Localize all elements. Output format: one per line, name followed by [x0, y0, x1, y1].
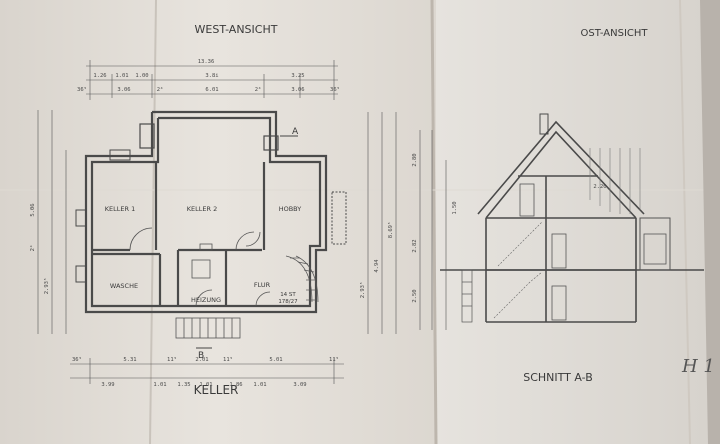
dim-right1: 8.69⁵ — [387, 222, 394, 239]
dim-bot1b: 5.31 — [123, 357, 136, 363]
right-panel — [436, 0, 720, 444]
right-dimensions — [367, 112, 397, 334]
section-stairs — [493, 221, 543, 319]
dim-bot1g: 11⁵ — [329, 356, 339, 363]
dim-top3f: 3.06 — [291, 87, 304, 93]
paper-edge — [700, 0, 720, 444]
dim-top3b: 3.06 — [117, 87, 130, 93]
dim-bot1c: 11⁵ — [167, 356, 177, 363]
dim-top1: 13.36 — [198, 59, 215, 65]
shaft — [263, 135, 279, 151]
dim-top2d: 3.8i — [205, 73, 218, 79]
dim-bot1f: 5.01 — [269, 357, 282, 363]
section-drawing — [440, 120, 704, 323]
fold-line — [149, 0, 157, 444]
dim-left2: 2⁴ — [29, 245, 36, 252]
window-well — [75, 209, 87, 227]
room-heizung: HEIZUNG — [191, 296, 221, 304]
left-dimensions — [37, 110, 67, 334]
window-well — [75, 265, 87, 283]
dim-top3a: 36⁵ — [77, 86, 87, 93]
floor-plan-walls — [84, 110, 328, 314]
top-dimensions — [86, 60, 338, 100]
stair-count: 14 ST — [280, 292, 296, 298]
dim-left1: 5.06 — [30, 203, 36, 216]
ost-title: OST-ANSICHT — [580, 28, 648, 39]
section-door — [551, 285, 567, 321]
fold-line — [430, 0, 438, 444]
outside-stair — [175, 317, 241, 339]
room-hobby: HOBBY — [279, 205, 302, 213]
dim-top3c: 2⁴ — [157, 86, 164, 93]
sec-dim-a: 2.80 — [412, 153, 418, 166]
dim-bot2e: 1.86 — [229, 382, 242, 388]
section-outside-stair — [461, 269, 473, 323]
dim-top2c: 1.00 — [135, 73, 148, 79]
dim-bot1d: 2.01 — [195, 357, 208, 363]
marker-b: B — [198, 351, 204, 361]
handwritten-note: H 1 L — [681, 356, 720, 377]
dim-bot1a: 36⁵ — [72, 356, 82, 363]
door-swings — [129, 227, 271, 307]
room-keller1: KELLER 1 — [105, 205, 135, 213]
dim-bot2d: 1.01 — [199, 382, 212, 388]
dim-bot2c: 1.35 — [177, 382, 190, 388]
bottom-dimensions — [70, 358, 344, 384]
plan-title: KELLER — [194, 383, 239, 397]
window-well — [109, 149, 131, 161]
room-keller2: KELLER 2 — [187, 205, 217, 213]
dim-top3e: 2⁴ — [255, 86, 262, 93]
dim-top3g: 36⁵ — [330, 86, 340, 93]
section-door — [519, 183, 535, 217]
dim-right2: 4.94 — [374, 259, 380, 273]
section-title: SCHNITT A-B — [523, 371, 593, 384]
marker-a: A — [292, 127, 299, 137]
dim-right3: 2.93⁵ — [359, 282, 366, 299]
west-title: WEST-ANSICHT — [195, 23, 278, 36]
fold-line — [679, 0, 691, 444]
section-dimensions — [419, 130, 447, 330]
dim-bot2a: 3.99 — [101, 382, 114, 388]
left-panel — [0, 0, 436, 444]
dim-bot2f: 1.01 — [253, 382, 266, 388]
sec-dim-b: 1.50 — [452, 201, 458, 214]
sec-dim-d: 2.50 — [412, 289, 418, 302]
roof-hatch — [589, 148, 641, 214]
sec-dim-e: 2.20 — [593, 184, 606, 190]
dim-top2a: 1.26 — [93, 73, 106, 79]
light-well — [331, 191, 347, 245]
boiler — [191, 259, 211, 279]
dim-top3d: 6.01 — [205, 87, 218, 93]
room-flur: FLUR — [254, 281, 271, 289]
dim-bot1e: 11⁵ — [223, 356, 233, 363]
roof-chimney — [539, 113, 549, 135]
dim-bot2b: 1.01 — [153, 382, 166, 388]
tank — [199, 243, 213, 251]
chimney — [139, 123, 155, 149]
section-window — [643, 233, 667, 265]
section-extension — [639, 217, 671, 271]
room-wasche: WASCHE — [110, 282, 138, 290]
dim-top2b: 1.01 — [115, 73, 128, 79]
sec-dim-c: 2.82 — [412, 239, 418, 252]
dim-top2e: 3.25 — [291, 73, 304, 79]
stairs — [285, 255, 319, 303]
section-door — [551, 233, 567, 269]
stair-ratio: 178/27 — [278, 299, 298, 305]
dim-bot2g: 3.09 — [293, 382, 306, 388]
dim-left3: 2.93⁵ — [43, 278, 50, 295]
